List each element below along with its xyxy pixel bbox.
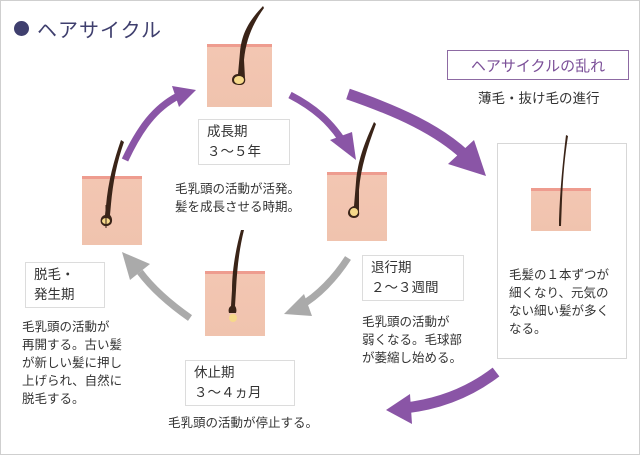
- regression-hair-icon: [348, 122, 376, 218]
- regression-label: 退行期 ２～３週間: [362, 255, 464, 301]
- title-bullet-icon: [14, 21, 29, 36]
- regression-description: 毛乳頭の活動が 弱くなる。毛球部 が萎縮し始める。: [362, 314, 463, 365]
- shedding-description: 毛乳頭の活動が 再開する。古い髪 が新しい髪に押し 上げられ、自然に 脱毛する。: [22, 319, 123, 406]
- arrow-disorder-return: [386, 367, 500, 424]
- growth-label: 成長期 ３～５年: [198, 119, 290, 165]
- shedding-label: 脱毛・ 発生期: [25, 262, 105, 308]
- disorder-label: ヘアサイクルの乱れ: [447, 50, 629, 80]
- growth-description: 毛乳頭の活動が活発。 髪を成長させる時期。: [175, 181, 301, 214]
- shedding-hair-icon: [100, 140, 124, 228]
- page-title: ヘアサイクル: [14, 14, 162, 43]
- disorder-caption: 薄毛・抜け毛の進行: [478, 91, 600, 107]
- arrow-shedding-to-growth: [121, 86, 196, 162]
- disorder-panel-text: 毛髪の１本ずつが 細くなり、元気の ない細い髪が多く なる。: [509, 267, 610, 336]
- growth-hair-icon: [232, 6, 264, 85]
- title-text: ヘアサイクル: [37, 18, 162, 42]
- arrow-resting-to-shedding: [122, 252, 193, 321]
- resting-description: 毛乳頭の活動が停止する。: [168, 415, 319, 430]
- arrow-regression-to-resting: [284, 256, 351, 316]
- resting-hair-icon: [228, 230, 244, 322]
- arrow-growth-to-regression: [288, 91, 356, 160]
- resting-label: 休止期 ３～４ヵ月: [185, 360, 295, 406]
- thin-hair-icon: [559, 135, 568, 226]
- arrow-to-disorder: [346, 88, 486, 176]
